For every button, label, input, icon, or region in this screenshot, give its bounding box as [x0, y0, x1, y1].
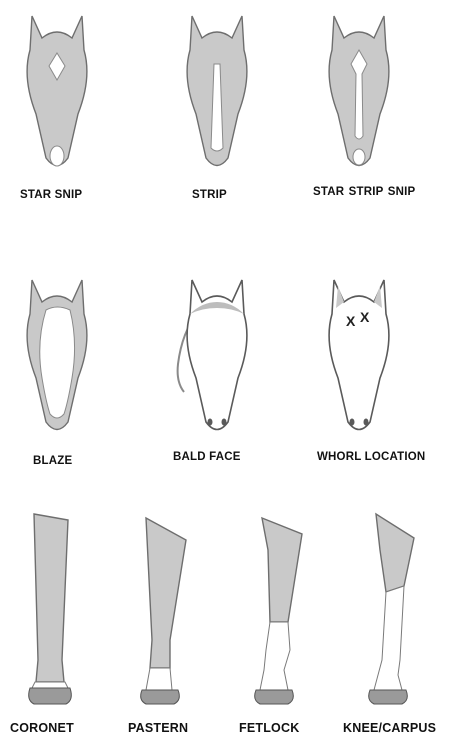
strip-drawing	[172, 8, 262, 173]
head-figure-star-snip	[12, 8, 102, 173]
head-figure-whorl-location: X X	[314, 272, 404, 437]
caption-strip: STRIP	[192, 189, 227, 201]
head-figure-star-strip-snip	[314, 8, 404, 173]
bald-face-drawing	[172, 272, 262, 437]
caption-knee-carpus: KNEE/CARPUS	[343, 721, 436, 735]
leg-figure-coronet	[22, 510, 92, 710]
leg-figure-pastern	[132, 510, 202, 710]
caption-fetlock: FETLOCK	[239, 721, 299, 735]
caption-coronet: CORONET	[10, 721, 74, 735]
caption-whorl-location: WHORL LOCATION	[317, 451, 425, 463]
caption-bald-face: BALD FACE	[173, 451, 241, 463]
whorl-location-drawing: X X	[314, 272, 404, 437]
leg-figure-knee-carpus	[358, 510, 428, 710]
caption-blaze: BLAZE	[33, 455, 72, 467]
head-figure-bald-face	[172, 272, 262, 437]
whorl-mark-right: X	[360, 309, 370, 325]
pastern-drawing	[132, 510, 202, 710]
star-strip-snip-drawing	[314, 8, 404, 173]
star-snip-drawing	[12, 8, 102, 173]
knee-carpus-drawing	[358, 510, 428, 710]
head-figure-blaze	[12, 272, 102, 437]
caption-pastern: PASTERN	[128, 721, 188, 735]
caption-star-strip-snip: STAR STRIP SNIP	[313, 186, 415, 198]
blaze-drawing	[12, 272, 102, 437]
coronet-drawing	[22, 510, 92, 710]
head-figure-strip	[172, 8, 262, 173]
whorl-mark-left: X	[346, 313, 356, 329]
leg-figure-fetlock	[244, 510, 314, 710]
caption-star-snip: STAR SNIP	[20, 189, 82, 201]
fetlock-drawing	[244, 510, 314, 710]
